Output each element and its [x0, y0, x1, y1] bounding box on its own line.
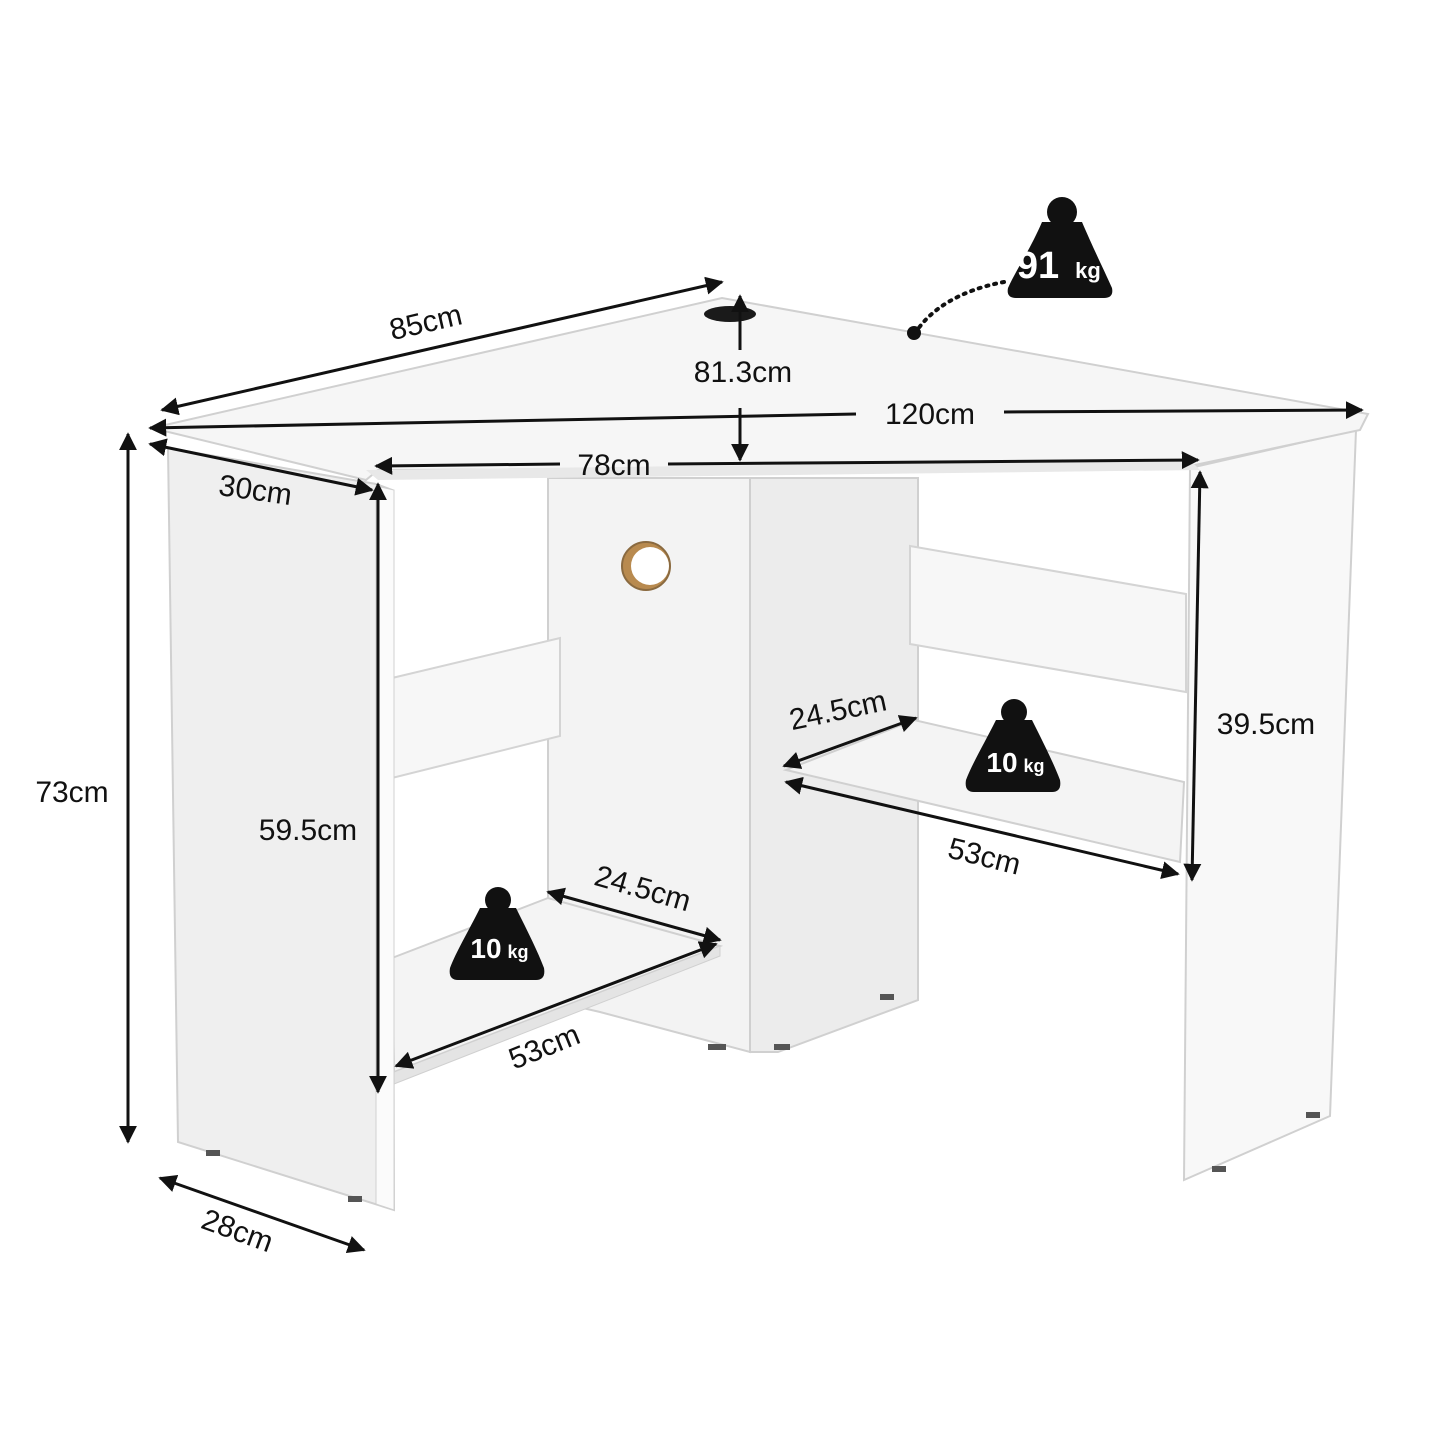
label-right-shelf-width: 53cm [945, 832, 1024, 882]
label-120cm: 120cm [885, 398, 975, 431]
weight-icon-right-shelf: 10 kg [965, 699, 1061, 792]
label-85cm: 85cm [386, 298, 465, 347]
arrow-28cm [158, 1174, 366, 1254]
desktop-front-edge [366, 460, 1200, 480]
weight-right-value: 10 [986, 747, 1017, 778]
weight-left-value: 10 [470, 933, 501, 964]
weight-icon-top: 91 kg [1007, 197, 1113, 298]
label-28cm: 28cm [197, 1203, 277, 1259]
weight-pointer-dot [907, 326, 921, 340]
arrow-78cm-left [374, 456, 561, 475]
arrow-30cm [148, 438, 374, 496]
arrow-left-shelf-depth [546, 887, 722, 945]
arrow-85cm [160, 276, 724, 416]
weight-left-unit: kg [507, 942, 528, 962]
label-59-5cm: 59.5cm [259, 814, 357, 847]
desktop-surface [151, 296, 1370, 482]
arrow-left-shelf-width [394, 941, 718, 1069]
desk [151, 296, 1370, 1212]
right-side-panel [1182, 428, 1358, 1182]
arrow-39cm [1183, 470, 1209, 882]
weight-right-unit: kg [1023, 756, 1044, 776]
left-back-rail [391, 636, 561, 780]
weight-top-value: 91 [1017, 245, 1059, 287]
label-78cm: 78cm [577, 449, 650, 482]
label-73cm: 73cm [35, 776, 108, 809]
dimension-arrows [119, 276, 1364, 1254]
arrow-right-shelf-depth [782, 715, 918, 769]
arrow-120cm-right [1003, 401, 1364, 420]
weight-top-unit: kg [1075, 258, 1101, 283]
grommet-hole [704, 306, 756, 322]
arrow-right-shelf-width [784, 776, 1180, 880]
right-back-rail [909, 544, 1187, 694]
label-39-5cm: 39.5cm [1217, 708, 1315, 741]
label-81-3cm: 81.3cm [694, 356, 792, 389]
arrow-120cm-left [148, 412, 857, 437]
weight-icon-left-shelf: 10 kg [449, 887, 545, 980]
weight-pointer-dots [914, 280, 1006, 334]
arrow-78cm-right [667, 451, 1200, 470]
